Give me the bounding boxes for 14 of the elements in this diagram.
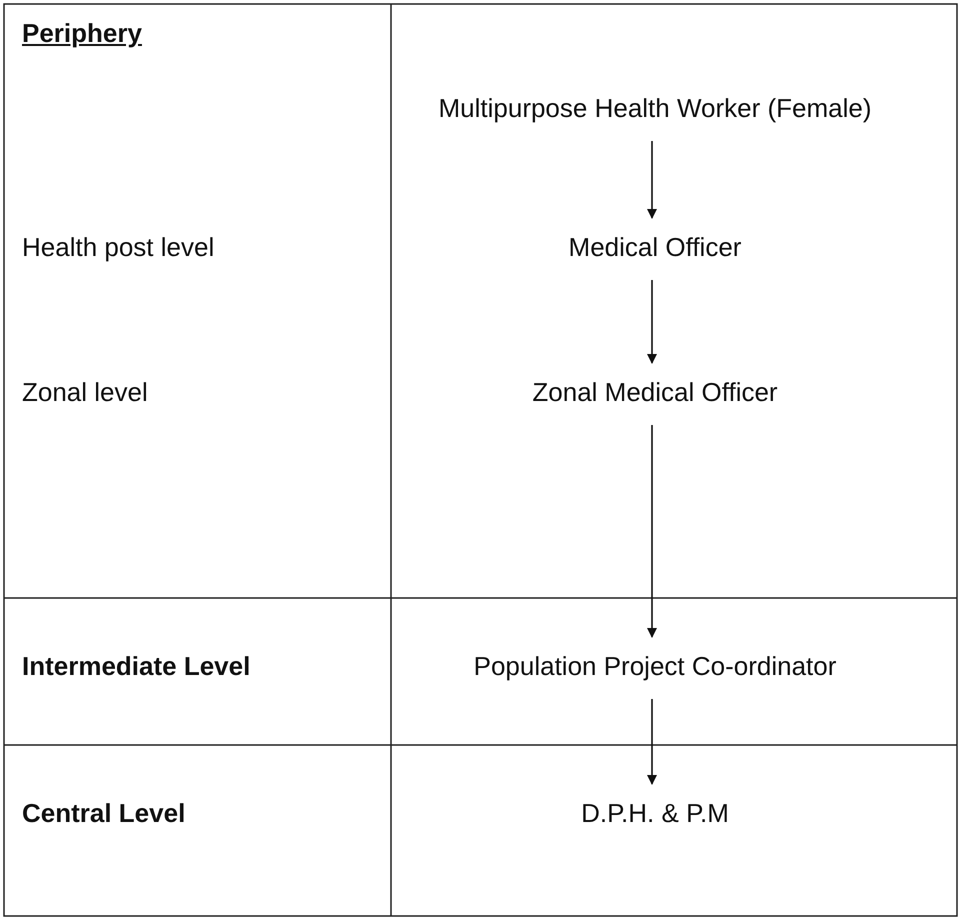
level-label: Intermediate Level — [22, 651, 250, 681]
level-label: Health post level — [22, 232, 214, 262]
arrow — [647, 141, 657, 219]
role-text: Zonal Medical Officer — [532, 377, 778, 407]
role-text: Population Project Co-ordinator — [474, 651, 836, 681]
level-label: Central Level — [22, 798, 186, 828]
arrow — [647, 280, 657, 364]
role-text: Medical Officer — [568, 232, 742, 262]
level-label: Zonal level — [22, 377, 148, 407]
column-heading: Periphery — [22, 18, 142, 48]
role-text: D.P.H. & P.M — [581, 798, 729, 828]
arrow — [647, 425, 657, 638]
role-text: Multipurpose Health Worker (Female) — [438, 93, 872, 123]
arrow — [647, 699, 657, 785]
